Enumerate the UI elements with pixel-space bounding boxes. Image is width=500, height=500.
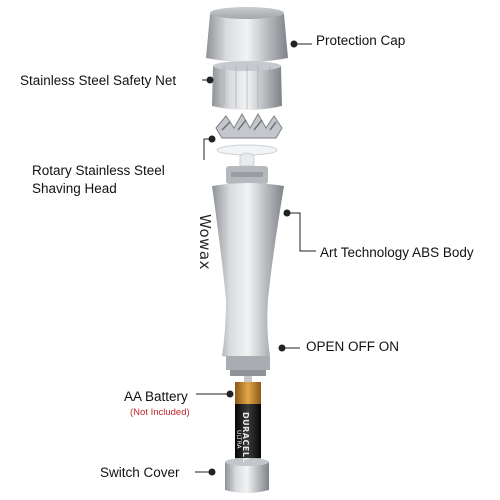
label-body: Art Technology ABS Body [320, 245, 474, 260]
rotary-blades [215, 112, 283, 139]
protection-cap [206, 7, 288, 62]
label-shaving-head-line1: Rotary Stainless Steel [32, 163, 165, 178]
label-switch: OPEN OFF ON [306, 339, 400, 354]
label-switch-cover: Switch Cover [100, 465, 180, 480]
drive-spindle [226, 152, 268, 184]
leader-lines [195, 40, 316, 476]
label-battery-note: (Not Included) [130, 407, 190, 418]
label-shaving-head-line2: Shaving Head [32, 181, 117, 196]
battery-brand-text: DURACELL [241, 412, 250, 464]
brand-logo-text: Wowax [196, 214, 214, 270]
label-safety-net: Stainless Steel Safety Net [20, 73, 177, 88]
label-protection-cap: Protection Cap [316, 33, 406, 48]
switch-cover [225, 458, 269, 493]
main-body [212, 183, 284, 376]
label-battery: AA Battery [124, 389, 188, 404]
aa-battery [235, 376, 261, 461]
battery-model-text: ULTRA [235, 430, 242, 449]
safety-net [212, 61, 282, 110]
